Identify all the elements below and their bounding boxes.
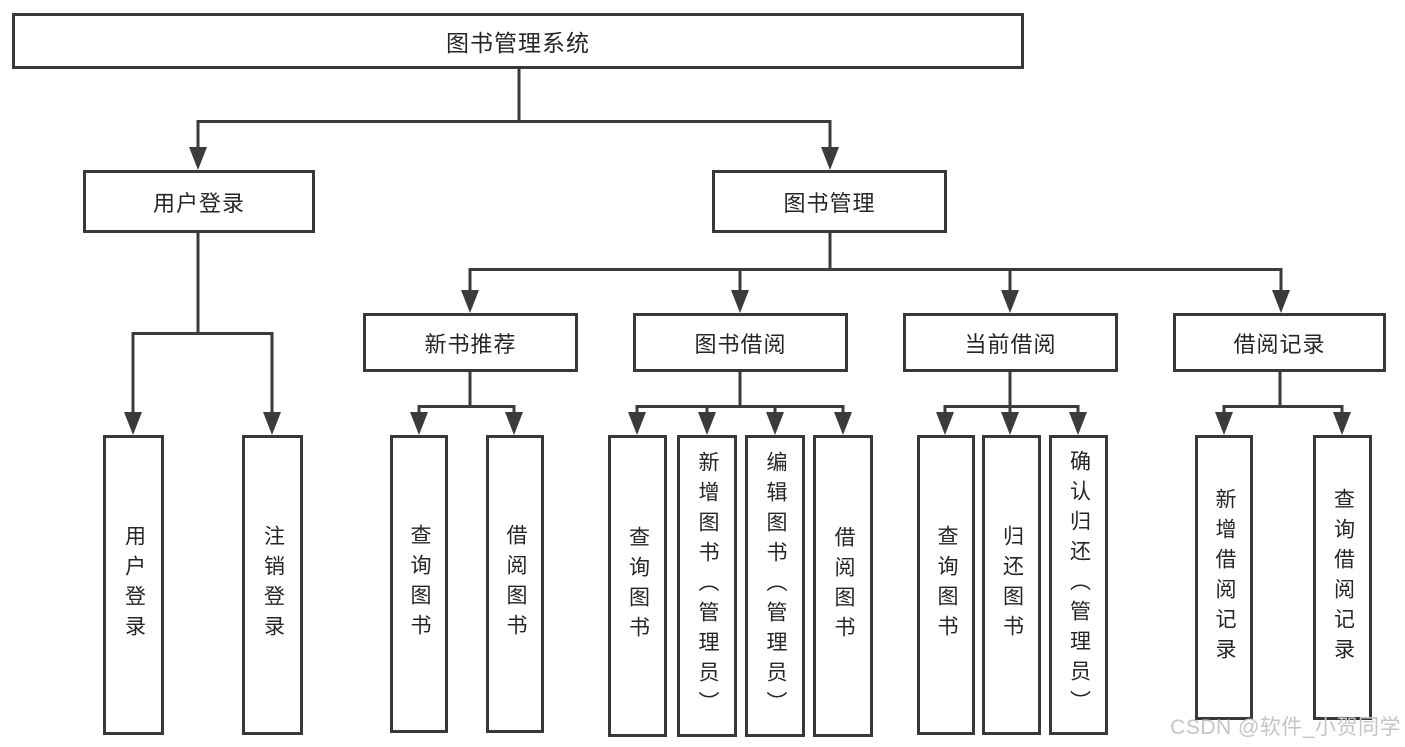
leaf-label: 新增借阅记录 xyxy=(1213,487,1237,668)
edge-book-borrowing-to-leaves xyxy=(628,372,852,435)
leaf-br-add-record: 新增借阅记录 xyxy=(1195,435,1253,720)
csdn-watermark: CSDN @软件_小贺同学 xyxy=(1170,716,1401,739)
leaf-label: 确认归还（管理员） xyxy=(1067,450,1091,720)
leaf-bb-query-books: 查询图书 xyxy=(608,435,667,737)
node-borrowing-records: 借阅记录 xyxy=(1173,313,1386,372)
leaf-label: 归还图书 xyxy=(1000,525,1024,645)
edge-new-book-recommendation-to-leaves xyxy=(410,372,523,435)
leaf-bb-add-book-admin: 新增图书（管理员） xyxy=(677,435,737,737)
edge-user-login-to-leaves xyxy=(124,233,281,435)
leaf-cb-return-books: 归还图书 xyxy=(982,435,1041,735)
leaf-cb-confirm-return-admin: 确认归还（管理员） xyxy=(1049,435,1108,735)
leaf-label: 查询图书 xyxy=(408,524,432,644)
leaf-br-query-record: 查询借阅记录 xyxy=(1313,435,1372,720)
edge-book-management-to-level3 xyxy=(461,233,1290,313)
leaf-label: 查询借阅记录 xyxy=(1331,487,1355,668)
leaf-label: 新增图书（管理员） xyxy=(696,451,720,721)
leaf-cb-query-books: 查询图书 xyxy=(917,435,975,735)
edge-current-borrowing-to-leaves xyxy=(936,372,1087,435)
leaf-logout: 注销登录 xyxy=(242,435,303,735)
node-book-borrowing: 图书借阅 xyxy=(633,313,848,372)
edge-root-to-level2 xyxy=(189,69,839,170)
leaf-label: 借阅图书 xyxy=(832,526,856,646)
leaf-bb-borrow-books: 借阅图书 xyxy=(813,435,873,737)
edge-borrowing-records-to-leaves xyxy=(1215,372,1351,435)
leaf-nbr-query-books: 查询图书 xyxy=(390,435,448,733)
leaf-nbr-borrow-books: 借阅图书 xyxy=(486,435,544,733)
leaf-label: 借阅图书 xyxy=(504,524,528,644)
leaf-user-login: 用户登录 xyxy=(103,435,164,735)
leaf-label: 注销登录 xyxy=(261,525,285,645)
leaf-label: 用户登录 xyxy=(122,525,146,645)
node-book-management: 图书管理 xyxy=(712,170,947,233)
leaf-label: 编辑图书（管理员） xyxy=(764,451,788,721)
node-new-book-recommendation: 新书推荐 xyxy=(363,313,578,372)
leaf-label: 查询图书 xyxy=(935,525,959,645)
node-current-borrowing: 当前借阅 xyxy=(903,313,1118,372)
node-user-login: 用户登录 xyxy=(83,170,315,233)
leaf-bb-edit-book-admin: 编辑图书（管理员） xyxy=(745,435,805,737)
node-library-management-system: 图书管理系统 xyxy=(12,13,1024,69)
leaf-label: 查询图书 xyxy=(626,526,650,646)
